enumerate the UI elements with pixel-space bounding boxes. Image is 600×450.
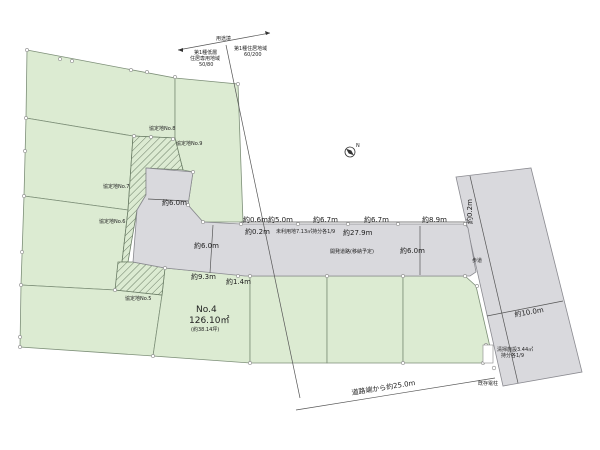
agreement-lot-no7-label: 協定地No.7 [103,183,129,190]
sidewalk-line [469,175,519,384]
compass-icon [344,146,356,158]
sidewalk-label: 歩道 [472,257,482,264]
development-road [132,167,477,277]
cleaning-facility [482,344,494,364]
lot-area-sqm: 126.10㎡ [189,315,230,326]
dim-line-6-0-left [209,224,214,274]
dim-0-6: 約0.6m [243,215,268,224]
agreement-lot-no9-label: 協定地No.9 [176,140,202,147]
cleaning-facility-line2: 持分各1/9 [501,352,524,359]
dim-6-7b: 約6.7m [364,215,389,224]
dim-line-10-0 [486,300,564,317]
agreement-land-5 [114,261,166,296]
unused-land-label: 未利用地7.13㎡持分各1/9 [276,228,335,235]
dim-line-25-0 [295,377,496,411]
lot-1 [402,275,491,364]
agreement-lot-no5-label: 協定地No.5 [125,295,151,302]
dim-9-3: 約9.3m [191,272,216,281]
dim-6-0-left: 約6.0m [194,241,219,250]
utility-pole-icon [491,365,497,371]
distance-from-road-end: 道路端から約25.0m [351,378,416,397]
dim-0-2-right: 約0.2m [465,199,474,224]
zone-right-line1: 第1種住居地域 [234,45,267,52]
cleaning-facility-line1: 清掃施設3.44㎡ [497,346,533,353]
zone-left-line3: 50/80 [199,62,213,68]
lot-3 [249,275,328,364]
lot-2 [326,275,404,364]
zone-left-line1: 第1種低層 [194,49,217,56]
zone-left-line2: 住居専用地域 [190,55,220,62]
dim-1-4: 約1.4m [226,277,251,286]
zone-right-line2: 60/200 [244,52,262,58]
public-road [455,167,583,387]
zoning-boundary-label: 用途境 [216,35,231,42]
dim-6-0-top: 約6.0m [162,198,187,207]
agreement-lot-no6-label: 協定地No.6 [99,218,125,225]
dim-6-0-road: 約6.0m [400,246,425,255]
lot-number: No.4 [196,305,217,315]
agreement-lot-no8-label: 協定地No.8 [149,125,175,132]
dim-27-9: 約27.9m [343,228,373,237]
zoning-boundary-line [225,44,301,399]
dim-line-6-0-top [147,198,189,202]
lot-area-tsubo: (約38.14坪) [191,326,219,333]
zoning-arrow [177,32,271,51]
dim-6-7a: 約6.7m [313,215,338,224]
dim-8-9: 約8.9m [422,215,447,224]
utility-pole-label: 既存電柱 [478,380,498,387]
development-road-label: 開発道路(移納予定) [330,248,374,255]
dim-5-0: 約5.0m [268,215,293,224]
compass-label: N [356,143,360,149]
dim-0-2: 約0.2m [245,227,270,236]
lot-no6 [20,195,129,291]
